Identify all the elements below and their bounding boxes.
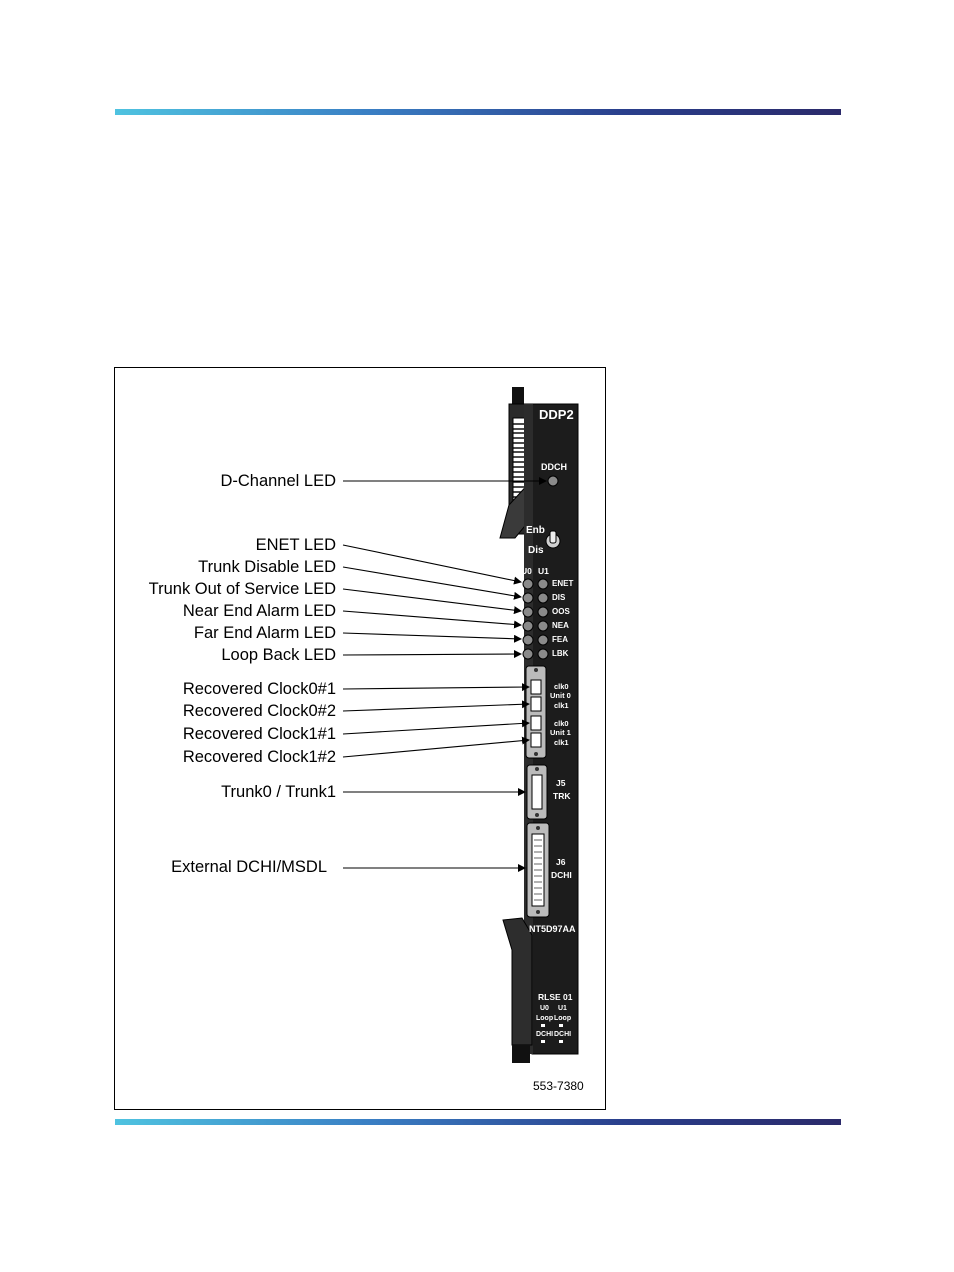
clock1-port-1[interactable] (530, 715, 542, 731)
dchi-label: DCHI (551, 870, 572, 880)
unit0-label: Unit 0 (550, 691, 571, 700)
led-label-oos: OOS (552, 607, 570, 616)
dis-label: Dis (528, 545, 544, 556)
loop-right-label: Loop (554, 1015, 572, 1022)
led-u0-lbk (522, 648, 534, 660)
u1-label: U1 (538, 566, 549, 576)
leader-trunk-disable (342, 566, 522, 600)
dchi-left-label: DCHI (536, 1031, 554, 1038)
clk1-unit1-label: clk1 (554, 738, 569, 747)
j5-pin-field (531, 774, 543, 810)
trk-label: TRK (553, 791, 571, 801)
callout-loop-back-led: Loop Back LED (221, 646, 336, 664)
u0-dchi-indicator (541, 1024, 545, 1027)
leader-clock0-1 (342, 683, 530, 692)
leader-near-end (342, 610, 522, 629)
leader-loop-back (342, 650, 522, 659)
callout-recovered-clock0-1: Recovered Clock0#1 (182, 680, 336, 698)
u1-loop-indicator (559, 1040, 563, 1043)
led-u1-enet (537, 578, 549, 590)
loop-left-label: Loop (536, 1015, 554, 1022)
bottom-gradient-rule (115, 1119, 841, 1125)
led-label-dis: DIS (552, 593, 566, 602)
led-u1-lbk (537, 648, 549, 660)
led-label-nea: NEA (552, 621, 569, 630)
j5-screw-bottom (535, 813, 539, 817)
led-u0-oos (522, 606, 534, 618)
bottom-u1-label: U1 (558, 1005, 567, 1012)
led-label-enet: ENET (552, 579, 574, 588)
card-name-label: DDP2 (539, 407, 574, 422)
dchi-right-label: DCHI (554, 1031, 572, 1038)
bottom-u0-label: U0 (540, 1005, 549, 1012)
j5-label: J5 (556, 778, 566, 788)
j6-pins (534, 839, 542, 901)
clock0-port-2[interactable] (530, 696, 542, 712)
callout-enet-led: ENET LED (255, 536, 336, 554)
led-u1-dis (537, 592, 549, 604)
ddch-label: DDCH (541, 462, 567, 472)
u1-dchi-indicator (559, 1024, 563, 1027)
bottom-latch-lever (502, 917, 533, 1046)
led-label-lbk: LBK (552, 649, 569, 658)
led-u0-nea (522, 620, 534, 632)
ddch-led (547, 475, 559, 487)
callout-trunk-oos-led: Trunk Out of Service LED (148, 580, 336, 598)
clk0-unit1-label: clk0 (554, 719, 569, 728)
led-u0-fea (522, 634, 534, 646)
led-u0-enet (522, 578, 534, 590)
enb-label: Enb (526, 525, 545, 536)
leader-clock1-1 (342, 719, 530, 735)
led-column-u1 (537, 578, 549, 660)
figure-frame (114, 367, 606, 1110)
led-label-fea: FEA (552, 635, 568, 644)
clock-screw-bottom (534, 752, 538, 756)
clock-screw-top (534, 668, 538, 672)
callout-external-dchi-msdl: External DCHI/MSDL (171, 858, 327, 876)
led-u0-dis (522, 592, 534, 604)
leader-clock1-2 (342, 736, 530, 758)
j5-screw-top (535, 767, 539, 771)
callout-recovered-clock1-1: Recovered Clock1#1 (182, 725, 336, 743)
callout-far-end-alarm-led: Far End Alarm LED (193, 624, 336, 642)
clock1-port-2[interactable] (530, 732, 542, 748)
unit1-label: Unit 1 (550, 728, 571, 737)
leader-trunk-oos (342, 588, 522, 615)
led-column-u0 (522, 578, 534, 660)
leader-far-end (342, 632, 522, 643)
toggle-handle (549, 530, 557, 544)
u0-label: U0 (521, 566, 532, 576)
led-u1-nea (537, 620, 549, 632)
leader-clock0-2 (342, 700, 530, 712)
u0-loop-indicator (541, 1040, 545, 1043)
leader-lines (342, 477, 547, 872)
clk1-unit0-label: clk1 (554, 701, 569, 710)
clk0-unit0-label: clk0 (554, 682, 569, 691)
j6-screw-top (536, 826, 540, 830)
callout-near-end-alarm-led: Near End Alarm LED (182, 602, 336, 620)
release-label: RLSE 01 (538, 992, 573, 1002)
top-gradient-rule (115, 109, 841, 115)
led-u1-fea (537, 634, 549, 646)
clock0-port-1[interactable] (530, 679, 542, 695)
part-number-label: NT5D97AA (529, 924, 576, 934)
leader-enet (342, 544, 522, 585)
clock-ports (530, 679, 542, 748)
card-bottom-edge (512, 1045, 530, 1063)
j6-screw-bottom (536, 910, 540, 914)
callout-d-channel-led: D-Channel LED (220, 472, 336, 490)
led-u1-oos (537, 606, 549, 618)
callout-recovered-clock1-2: Recovered Clock1#2 (182, 748, 336, 766)
figure-number: 553-7380 (533, 1079, 584, 1093)
j6-label: J6 (556, 857, 566, 867)
callout-recovered-clock0-2: Recovered Clock0#2 (182, 702, 336, 720)
callout-trunk-disable-led: Trunk Disable LED (198, 558, 336, 576)
callout-trunk0-trunk1: Trunk0 / Trunk1 (221, 783, 336, 801)
